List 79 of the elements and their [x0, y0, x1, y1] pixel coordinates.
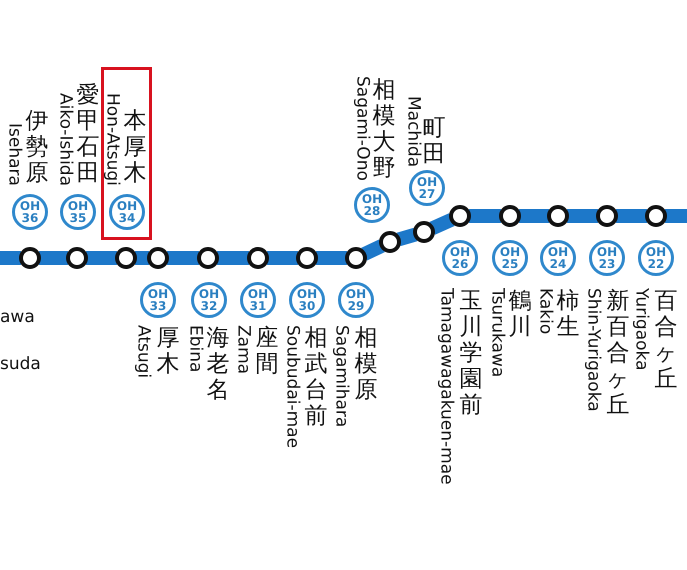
- station-number-badge: OH 33: [140, 282, 176, 318]
- station-name: 相模原: [354, 325, 378, 403]
- station-name-romaji: Yurigaoka: [632, 288, 650, 370]
- station-name: 相武台前: [304, 325, 328, 429]
- station-number-badge: OH 32: [191, 282, 227, 318]
- rail-line: [135, 251, 149, 265]
- rail-line: [361, 240, 385, 260]
- station-name: 本厚木: [123, 108, 147, 186]
- station-dot: [345, 247, 367, 269]
- station-dot: [499, 205, 521, 227]
- rail-line: [86, 251, 117, 265]
- rail-line: [396, 228, 418, 246]
- station-number-badge: OH 34: [109, 194, 145, 230]
- station-dot: [645, 205, 667, 227]
- station-name-romaji: Machida: [404, 96, 422, 168]
- rail-line: [665, 209, 687, 223]
- station-number-badge: OH 22: [638, 240, 674, 276]
- station-number-badge: OH 36: [12, 194, 48, 230]
- station-name-romaji: Tsurukawa: [488, 288, 506, 378]
- station-name-romaji: Aiko-Ishida: [56, 93, 74, 186]
- station-dot: [449, 205, 471, 227]
- station-name-romaji: Shin-Yurigaoka: [584, 288, 602, 412]
- rail-line: [0, 251, 21, 265]
- rail-line: [267, 251, 298, 265]
- station-name-romaji: Tamagawagakuen-mae: [438, 288, 454, 485]
- station-number-badge: OH 29: [338, 282, 374, 318]
- station-name: 玉川学園前: [459, 288, 483, 418]
- station-dot: [547, 205, 569, 227]
- station-name: 愛甲石田: [76, 82, 100, 186]
- rail-line: [616, 209, 647, 223]
- rail-line: [519, 209, 549, 223]
- station-name: suda: [0, 354, 41, 374]
- station-number-badge: OH 23: [589, 240, 625, 276]
- station-name-romaji: Ebina: [186, 325, 204, 372]
- station-name: 百合ヶ丘: [654, 288, 678, 392]
- station-number-badge: OH 25: [492, 240, 528, 276]
- station-dot: [413, 221, 435, 243]
- rail-line: [217, 251, 249, 265]
- station-name: 町田: [422, 115, 446, 167]
- station-name: 相模大野: [372, 77, 396, 181]
- station-dot: [296, 247, 318, 269]
- rail-line: [567, 209, 598, 223]
- rail-line: [316, 251, 347, 265]
- station-dot: [247, 247, 269, 269]
- station-name-romaji: Sagami-Ono: [354, 76, 370, 181]
- station-name-romaji: Zama: [234, 325, 252, 374]
- rail-line: [469, 209, 501, 223]
- station-dot: [596, 205, 618, 227]
- rail-line: [167, 251, 199, 265]
- station-name: 伊勢原: [25, 108, 49, 186]
- station-name: 鶴川: [508, 288, 532, 340]
- rail-line: [429, 213, 455, 235]
- station-dot: [66, 247, 88, 269]
- station-number-badge: OH 27: [409, 170, 445, 206]
- station-name: 柿生: [556, 288, 580, 340]
- station-name: 厚木: [156, 325, 180, 377]
- station-name: awa: [0, 307, 35, 328]
- station-name: 座間: [255, 325, 279, 377]
- station-name-romaji: Sagamihara: [332, 325, 350, 428]
- station-number-badge: OH 31: [240, 282, 276, 318]
- station-name-romaji: Soubudai-mae: [284, 325, 300, 448]
- station-name: 海老名: [206, 325, 230, 403]
- rail-line: [39, 251, 68, 265]
- station-name-romaji: Atsugi: [134, 325, 152, 378]
- station-name-romaji: Isehara: [6, 123, 22, 186]
- station-name: 新百合ヶ丘: [606, 288, 630, 418]
- station-dot: [379, 231, 401, 253]
- station-dot: [147, 247, 169, 269]
- station-number-badge: OH 35: [60, 194, 96, 230]
- station-dot: [115, 247, 137, 269]
- station-dot: [19, 247, 41, 269]
- station-name-romaji: Kakio: [536, 288, 554, 334]
- station-number-badge: OH 30: [289, 282, 325, 318]
- station-number-badge: OH 24: [540, 240, 576, 276]
- station-number-badge: OH 26: [442, 240, 478, 276]
- station-name-romaji: Hon-Atsugi: [104, 93, 120, 186]
- station-dot: [197, 247, 219, 269]
- highlight-frame: [101, 67, 152, 240]
- station-number-badge: OH 28: [354, 187, 390, 223]
